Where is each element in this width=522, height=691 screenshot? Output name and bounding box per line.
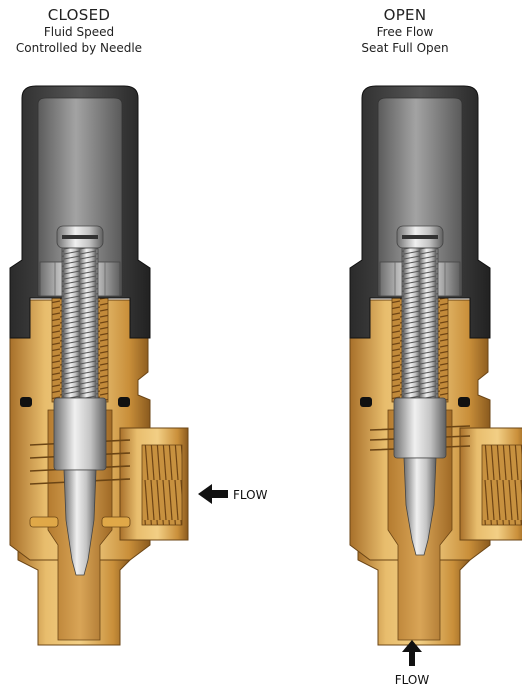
closed-valve: FLOW — [9, 85, 268, 646]
closed-seat-right — [101, 516, 131, 528]
closed-valve-body — [9, 85, 189, 646]
closed-seat-left — [29, 516, 59, 528]
open-flow-arrow-icon — [402, 640, 422, 666]
closed-needle-screw — [56, 225, 104, 399]
open-subtitle-line2: Seat Full Open — [361, 41, 449, 55]
open-needle-screw — [396, 225, 444, 399]
closed-flow-label: FLOW — [233, 488, 268, 502]
closed-piston — [53, 397, 107, 471]
open-piston — [393, 397, 447, 459]
closed-valve-caption: CLOSED Fluid Speed Controlled by Needle — [0, 6, 158, 56]
open-valve: FLOW — [349, 85, 522, 687]
open-subtitle-line1: Free Flow — [376, 25, 434, 39]
closed-subtitle-line2: Controlled by Needle — [15, 41, 143, 55]
open-valve-caption: OPEN Free Flow Seat Full Open — [330, 6, 480, 56]
closed-flow-arrow-icon — [198, 484, 228, 504]
closed-title: CLOSED — [47, 6, 111, 24]
closed-subtitle-line1: Fluid Speed — [43, 25, 115, 39]
open-needle — [403, 457, 437, 556]
open-title: OPEN — [383, 6, 427, 24]
closed-needle — [63, 469, 97, 576]
open-flow-label: FLOW — [395, 673, 430, 687]
